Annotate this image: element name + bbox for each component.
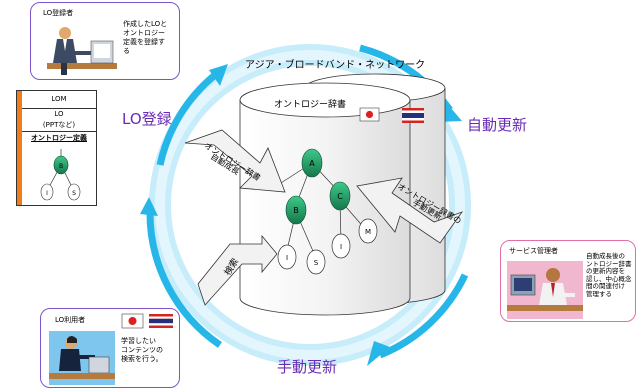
thailand-flag: [402, 108, 424, 123]
service-admin-figure: [507, 261, 583, 319]
svg-text:I: I: [46, 190, 48, 197]
svg-text:I: I: [340, 243, 342, 251]
label-auto-update: 自動更新: [467, 116, 527, 134]
arrow-top-left: [156, 72, 218, 166]
svg-text:M: M: [365, 228, 371, 236]
service-admin-box: サービス管理者 自動成長後の ントロジー辞書 の更新内容を 認し、中心概念 間の…: [500, 240, 636, 322]
user-desc: 学習したい コンテンツの 検索を行う。: [121, 337, 163, 363]
svg-text:S: S: [314, 259, 319, 267]
service-admin-title: サービス管理者: [509, 247, 558, 255]
lom-header: LOM: [22, 91, 96, 109]
user-box: LO利用者 学習したい コンテンツの 検索を行う。: [40, 308, 180, 388]
svg-text:I: I: [286, 254, 288, 262]
svg-text:B: B: [293, 206, 299, 215]
network-title: アジア・ブロードバンド・ネットワーク: [245, 58, 425, 71]
registrant-desc: 作成したLOと オントロジー 定義を登録す る: [123, 20, 168, 55]
svg-text:A: A: [309, 159, 315, 168]
node-c: [329, 181, 351, 211]
ring-arrowheads: [140, 64, 462, 366]
node-s: [306, 249, 326, 275]
arrow-bottom-left: [146, 209, 222, 348]
lom-lo: LO: [54, 110, 64, 118]
japan-flag: [359, 107, 380, 122]
registrant-figure: [47, 27, 117, 75]
label-manual-update: 手動更新: [277, 358, 337, 376]
node-m: [358, 218, 378, 244]
user-flags: [121, 313, 173, 329]
lom-mini-graph: B I S: [40, 149, 81, 201]
cycle-ring: [149, 44, 471, 366]
registrant-box: LO登録者 作成したLOと オントロジー 定義を登録す る: [30, 2, 180, 80]
dictionary-nodes: A B C I S I M: [277, 148, 378, 275]
svg-text:B: B: [59, 163, 63, 170]
arrow-bottom-right: [378, 273, 469, 359]
label-register: LO登録: [122, 110, 172, 128]
lom-panel: LOM LO (PPTなど) オントロジー定義 B I S: [16, 90, 97, 206]
service-admin-desc: 自動成長後の ントロジー辞書 の更新内容を 認し、中心概念 間の関連付け 管理す…: [586, 252, 632, 298]
lom-ontology-def: オントロジー定義: [31, 134, 87, 142]
ring-arrows: [146, 44, 469, 359]
registrant-title: LO登録者: [43, 9, 74, 17]
svg-text:S: S: [72, 190, 76, 197]
user-figure: [49, 331, 115, 385]
dictionary-title: オントロジー辞書: [274, 98, 346, 110]
node-a: [301, 148, 323, 178]
svg-text:C: C: [337, 192, 343, 201]
node-b: [285, 195, 307, 225]
node-i1: [277, 244, 297, 270]
user-title: LO利用者: [55, 316, 86, 324]
lom-ppt: (PPTなど): [22, 120, 96, 132]
node-i2: [331, 233, 351, 259]
